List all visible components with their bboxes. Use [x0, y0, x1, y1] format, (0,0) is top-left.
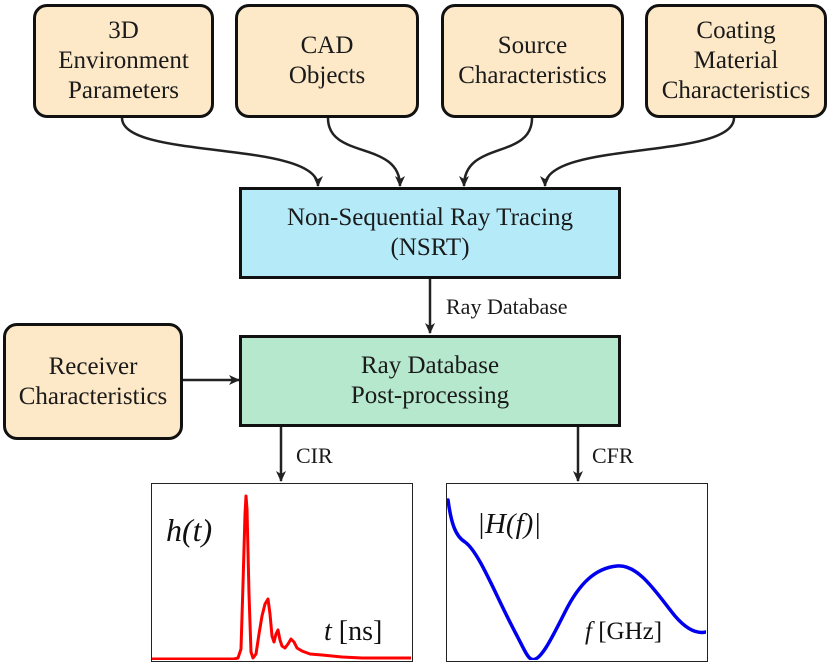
edge-env-to-nsrt [120, 117, 323, 187]
cfr-x-unit: [GHz] [598, 618, 663, 645]
env-parameters-line-1: 3D [108, 17, 139, 44]
cfr-plot: |H(f)| f [GHz] [446, 483, 708, 662]
cir-plot-canvas [152, 494, 411, 660]
env-parameters-line-3: Parameters [67, 77, 180, 104]
edge-source-to-nsrt [459, 117, 534, 187]
cir-curve [152, 494, 411, 660]
edge-cad-to-nsrt [326, 117, 405, 187]
edge-coating-to-nsrt [540, 117, 736, 187]
env-parameters-line-2: Environment [58, 47, 189, 74]
nsrt-box: Non-Sequential Ray Tracing (NSRT) [239, 187, 621, 279]
coating-material-line-1: Coating [696, 17, 776, 44]
receiver-characteristics-line-2: Characteristics [18, 382, 168, 410]
source-characteristics-box: Source Characteristics [441, 4, 624, 118]
cir-x-label: t [ns] [324, 616, 382, 648]
cfr-x-label: f [GHz] [585, 618, 662, 646]
coating-material-line-3: Characteristics [661, 77, 811, 104]
cir-y-label-text: h(t) [166, 512, 213, 548]
source-characteristics-line-2: Characteristics [458, 62, 607, 89]
post-processing-line-1: Ray Database [360, 352, 500, 379]
receiver-characteristics-line-1: Receiver [48, 352, 138, 380]
ray-database-edge-label: Ray Database [446, 294, 568, 319]
cfr-plot-canvas [447, 498, 706, 660]
cfr-y-label: |H(f)| [477, 508, 541, 541]
cad-objects-line-2: Objects [288, 62, 366, 89]
cfr-y-label-text: |H(f)| [477, 508, 542, 540]
cad-objects-line-1: CAD [300, 32, 354, 59]
env-parameters-box: 3D Environment Parameters [33, 4, 214, 118]
cfr-curve [447, 498, 706, 660]
nsrt-line-2: (NSRT) [390, 234, 470, 261]
cir-y-label: h(t) [166, 512, 212, 549]
coating-material-box: Coating Material Characteristics [645, 4, 827, 118]
receiver-characteristics-box: Receiver Characteristics [3, 323, 183, 440]
cir-edge-label: CIR [296, 443, 333, 468]
nsrt-line-1: Non-Sequential Ray Tracing [286, 204, 574, 231]
post-processing-box: Ray Database Post-processing [239, 335, 621, 427]
cad-objects-box: CAD Objects [235, 4, 419, 118]
cir-plot: h(t) t [ns] [151, 483, 413, 662]
source-characteristics-line-1: Source [497, 32, 568, 59]
cir-x-unit: [ns] [338, 616, 383, 647]
cfr-edge-label: CFR [592, 443, 634, 468]
coating-material-line-2: Material [693, 47, 779, 74]
cir-x-variable: t [324, 616, 332, 647]
cfr-x-variable: f [585, 618, 592, 645]
post-processing-line-2: Post-processing [350, 382, 510, 409]
